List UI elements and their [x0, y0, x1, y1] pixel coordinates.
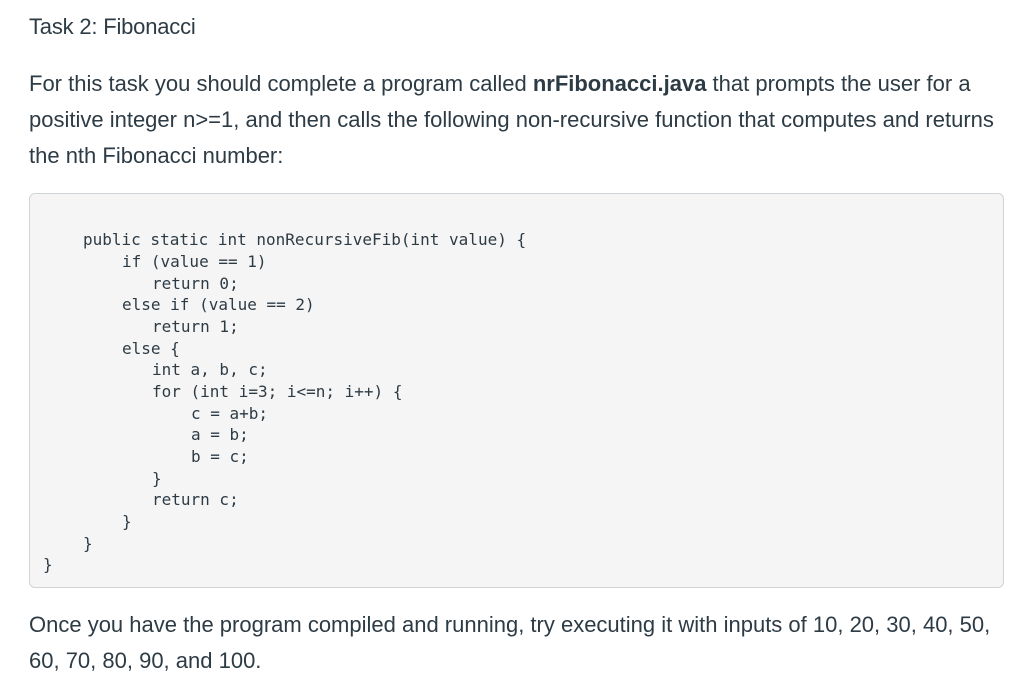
code-block	[29, 193, 1004, 588]
program-name: nrFibonacci.java	[532, 71, 707, 96]
code-line-8: for (int i=3; i<=n; i++) {	[152, 382, 403, 401]
code-line-11: b = c;	[191, 447, 249, 466]
code-line-3: return 0;	[152, 274, 239, 293]
code-line-13: return c;	[152, 490, 239, 509]
code-line-9: c = a+b;	[191, 404, 269, 423]
code-line-4: else if (value == 2)	[122, 295, 315, 314]
code-line-14: }	[122, 512, 132, 531]
intro-paragraph: For this task you should complete a prog…	[29, 66, 1014, 174]
code-line-12: }	[152, 469, 162, 488]
code-line-7: int a, b, c;	[152, 360, 268, 379]
code-line-1: public static int nonRecursiveFib(int va…	[83, 230, 527, 249]
outro-paragraph: Once you have the program compiled and r…	[29, 612, 991, 673]
task-title: Task 2: Fibonacci	[29, 14, 196, 39]
code-line-5: return 1;	[152, 317, 239, 336]
code-line-10: a = b;	[191, 425, 249, 444]
intro-text-2: that prompts the user for a positive int…	[29, 71, 994, 168]
intro-text-1: For this task you should complete a prog…	[29, 71, 533, 96]
code-line-6: else {	[122, 339, 180, 358]
code-line-15: }	[83, 534, 93, 553]
code-line-2: if (value == 1)	[122, 252, 267, 271]
code-line-16: }	[43, 555, 53, 574]
